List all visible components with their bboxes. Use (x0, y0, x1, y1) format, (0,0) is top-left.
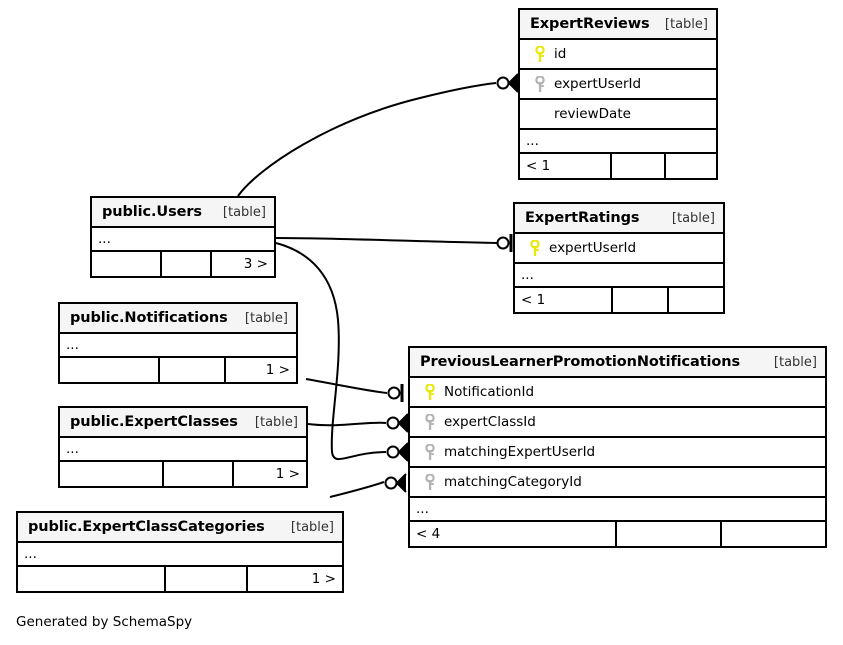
table-header-previous-learner-promotion-notifications: PreviousLearnerPromotionNotifications [ta… (410, 348, 825, 378)
table-node-expert-ratings[interactable]: ExpertRatings [table] expertUserId...< 1 (513, 202, 725, 314)
edge-users-to-expertreviews (237, 82, 497, 197)
column-name: matchingCategoryId (444, 474, 582, 490)
table-header-expert-ratings: ExpertRatings [table] (515, 204, 723, 234)
table-more-columns-ellipsis: ... (515, 264, 723, 288)
table-name-public-expert-class-categories: public.ExpertClassCategories (28, 519, 265, 535)
table-footer-cell (92, 252, 162, 276)
connector-expertratings-zero-or-one (496, 234, 513, 252)
table-footer-cell (18, 567, 166, 591)
table-node-public-expert-class-categories[interactable]: public.ExpertClassCategories [table]... 1 … (16, 511, 344, 593)
table-more-columns-ellipsis: ... (410, 498, 825, 522)
table-footer-expert-ratings: < 1 (515, 288, 723, 312)
table-name-public-notifications: public.Notifications (70, 310, 228, 326)
table-name-expert-ratings: ExpertRatings (525, 210, 640, 226)
column-name: expertUserId (549, 240, 637, 256)
table-header-public-expert-classes: public.ExpertClasses [table] (60, 408, 306, 438)
table-column-row[interactable]: expertUserId (520, 70, 716, 100)
table-kind-label-previous-learner-promotion-notifications: [table] (773, 354, 817, 370)
table-more-columns-ellipsis: ... (60, 334, 296, 358)
connector-plpn-expertclassid-zero-or-many (386, 413, 409, 433)
column-name: reviewDate (554, 106, 631, 122)
table-footer-cell (162, 252, 212, 276)
table-header-public-notifications: public.Notifications [table] (60, 304, 296, 334)
connector-plpn-notificationid-zero-or-one (387, 384, 404, 402)
table-footer-cell (613, 288, 669, 312)
table-footer-cell (617, 522, 722, 546)
table-more-columns-ellipsis: ... (18, 543, 342, 567)
table-footer-cell (612, 154, 666, 178)
table-kind-label-public-expert-classes: [table] (254, 414, 298, 430)
table-header-expert-reviews: ExpertReviews [table] (520, 10, 716, 40)
table-footer-public-expert-classes: 1 > (60, 462, 306, 486)
foreign-key-icon (416, 413, 444, 431)
table-more-columns-ellipsis: ... (92, 228, 274, 252)
table-footer-cell (164, 462, 234, 486)
table-header-public-expert-class-categories: public.ExpertClassCategories [table] (18, 513, 342, 543)
table-kind-label-expert-ratings: [table] (671, 210, 715, 226)
table-footer-cell (166, 567, 248, 591)
table-kind-label-public-users: [table] (222, 204, 266, 220)
connector-plpn-matchingcategoryid-zero-or-many (384, 473, 407, 493)
table-footer-cell (666, 154, 716, 178)
table-footer-cell (60, 462, 164, 486)
table-name-public-expert-classes: public.ExpertClasses (70, 414, 238, 430)
table-footer-public-notifications: 1 > (60, 358, 296, 382)
table-column-row[interactable]: matchingExpertUserId (410, 438, 825, 468)
generated-by-credit: Generated by SchemaSpy (16, 614, 193, 630)
table-footer-expert-reviews: < 1 (520, 154, 716, 178)
table-footer-cell (722, 522, 825, 546)
column-name: NotificationId (444, 384, 535, 400)
table-column-row[interactable]: expertUserId (515, 234, 723, 264)
connector-expertreviews-zero-or-many (496, 73, 519, 93)
table-node-previous-learner-promotion-notifications[interactable]: PreviousLearnerPromotionNotifications [ta… (408, 346, 827, 548)
edge-expertclasscategories-to-plpn-matchingcategoryid (329, 481, 385, 498)
table-node-public-expert-classes[interactable]: public.ExpertClasses [table]... 1 > (58, 406, 308, 488)
table-column-row[interactable]: NotificationId (410, 378, 825, 408)
table-name-expert-reviews: ExpertReviews (530, 16, 650, 32)
table-column-row[interactable]: expertClassId (410, 408, 825, 438)
table-footer-cell: 1 > (311, 571, 336, 587)
table-column-row[interactable]: id (520, 40, 716, 70)
primary-key-icon (526, 45, 554, 63)
table-name-previous-learner-promotion-notifications: PreviousLearnerPromotionNotifications (420, 354, 741, 370)
table-footer-cell: 1 > (275, 466, 300, 482)
foreign-key-icon (416, 443, 444, 461)
table-more-columns-ellipsis: ... (520, 130, 716, 154)
table-column-row[interactable]: matchingCategoryId (410, 468, 825, 498)
table-footer-cell (60, 358, 160, 382)
table-node-public-users[interactable]: public.Users [table]... 3 > (90, 196, 276, 278)
column-name: matchingExpertUserId (444, 444, 596, 460)
foreign-key-icon (526, 75, 554, 93)
table-node-expert-reviews[interactable]: ExpertReviews [table] id expertUserId review… (518, 8, 718, 180)
primary-key-icon (521, 239, 549, 257)
table-column-row[interactable]: reviewDate (520, 100, 716, 130)
edge-users-to-expertratings (275, 237, 498, 244)
table-footer-cell: 3 > (243, 256, 268, 272)
table-name-public-users: public.Users (102, 204, 202, 220)
table-node-public-notifications[interactable]: public.Notifications [table]... 1 > (58, 302, 298, 384)
edge-expertclasses-to-plpn-expertclassid (307, 421, 387, 427)
table-kind-label-expert-reviews: [table] (664, 16, 708, 32)
table-kind-label-public-expert-class-categories: [table] (290, 519, 334, 535)
table-kind-label-public-notifications: [table] (244, 310, 288, 326)
table-footer-cell (669, 288, 723, 312)
table-footer-previous-learner-promotion-notifications: < 4 (410, 522, 825, 546)
foreign-key-icon (416, 473, 444, 491)
connector-plpn-matchingexpertuserid-zero-or-many (386, 442, 409, 462)
table-footer-cell (160, 358, 226, 382)
table-header-public-users: public.Users [table] (92, 198, 274, 228)
column-name: expertClassId (444, 414, 536, 430)
column-name: expertUserId (554, 76, 642, 92)
table-footer-cell: < 1 (515, 288, 613, 312)
column-name: id (554, 46, 567, 62)
table-footer-public-users: 3 > (92, 252, 274, 276)
table-footer-cell: < 4 (410, 522, 617, 546)
table-footer-public-expert-class-categories: 1 > (18, 567, 342, 591)
edge-notifications-to-plpn-notificationid (305, 378, 388, 394)
table-footer-cell: < 1 (520, 154, 612, 178)
table-more-columns-ellipsis: ... (60, 438, 306, 462)
primary-key-icon (416, 383, 444, 401)
table-footer-cell: 1 > (265, 362, 290, 378)
